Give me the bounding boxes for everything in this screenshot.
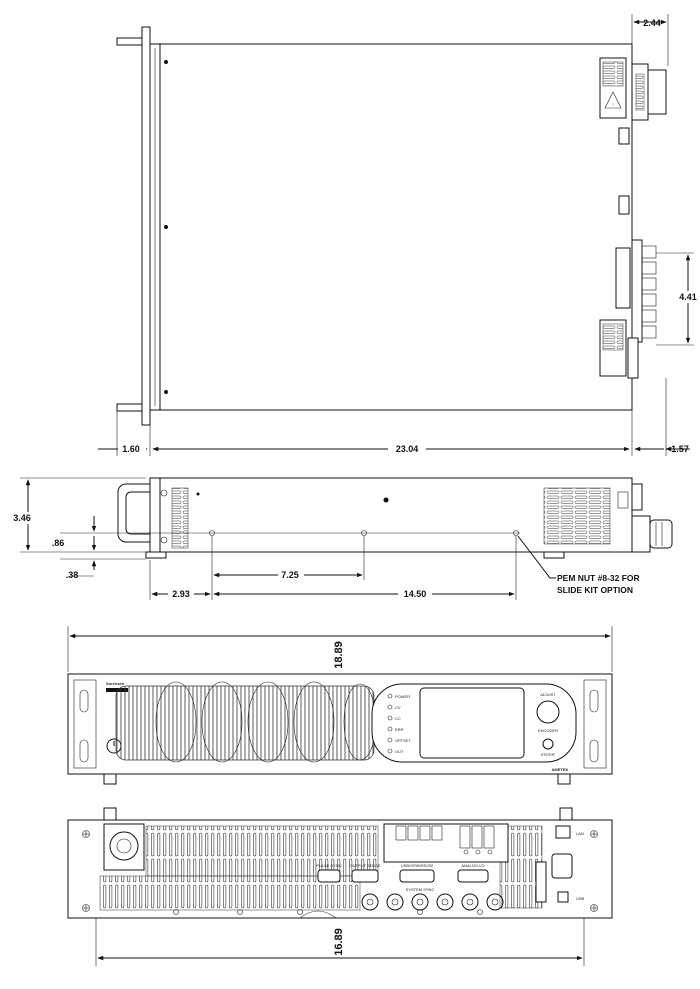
chassis-top (159, 43, 633, 411)
led-label: OFFSET (395, 738, 411, 743)
rear-view: PULSE SYNC OUTPUT SENSE USB/GPIB/RS232 A… (67, 807, 613, 966)
dim-rear-extension: 1.57 (671, 444, 689, 454)
callout-line-1: PEM NUT #8-32 FOR (557, 573, 640, 583)
callout-line-2: SLIDE KIT OPTION (557, 585, 633, 595)
front-plate (141, 26, 151, 426)
dim-chassis-width: 16.89 (333, 928, 345, 956)
top-view: ! 2.44 4.41 (98, 14, 700, 456)
dim-hole-spacing-short: 7.25 (281, 570, 299, 580)
status-leds: POWER CV CC ERR OFFSET OUT (387, 693, 411, 754)
led-label: POWER (395, 694, 410, 699)
led-label: ERR (395, 727, 404, 732)
side-vents (543, 487, 611, 545)
rear-connectors: PULSE SYNC OUTPUT SENSE USB/GPIB/RS232 A… (316, 825, 585, 911)
output-bus (383, 823, 509, 863)
lcd-display (419, 687, 525, 759)
rear-vents-upper (145, 825, 379, 877)
dim-front-handle: 1.60 (122, 444, 140, 454)
brand-label: AMETEK (552, 767, 569, 772)
dim-body-length: 23.04 (396, 444, 419, 454)
adjust-knob[interactable] (536, 700, 560, 724)
connector-label: OUTPUT SENSE (349, 863, 380, 868)
led-label: OUT (395, 749, 404, 754)
dim-rear-depth: 2.44 (643, 18, 661, 28)
enter-button[interactable] (542, 738, 554, 750)
output-terminals (631, 239, 643, 343)
front-grille (115, 685, 375, 761)
connector-label: ANALOG I/O (461, 863, 484, 868)
dim-height: 3.46 (13, 513, 31, 523)
dim-hole-spacing-long: 14.50 (404, 589, 427, 599)
dim-hole-height: .86 (52, 538, 65, 548)
dim-foot-height: .38 (66, 570, 79, 580)
front-view: 18.89 Sorensen POWER CV CC ERR (67, 626, 613, 785)
dim-overall-width: 18.89 (333, 641, 345, 669)
rear-ac-inlet (103, 823, 145, 871)
knob-label: ADJUST (540, 692, 556, 697)
rear-vents-lower (99, 875, 361, 911)
dim-first-hole: 2.93 (172, 589, 190, 599)
svg-text:!: ! (612, 102, 613, 107)
connector-label: LAN (576, 831, 584, 836)
side-view: 3.46 .86 .38 7.25 2.93 14.50 PEM NUT #8-… (10, 477, 673, 600)
connector-label: PULSE SYNC (316, 863, 341, 868)
led-label: CV (395, 705, 401, 710)
enter-label: ENTER (541, 752, 555, 757)
ac-plug (649, 519, 673, 549)
led-label: CC (395, 716, 401, 721)
connector-label: SYSTEM SYNC (406, 887, 435, 892)
connector-label: USB/GPIB/RS232 (401, 863, 434, 868)
dim-terminal-pitch: 4.41 (679, 292, 697, 302)
svg-text:Sorensen: Sorensen (106, 681, 125, 686)
connector-label: USB (576, 896, 585, 901)
knob-sublabel: ENCODER (538, 728, 558, 733)
